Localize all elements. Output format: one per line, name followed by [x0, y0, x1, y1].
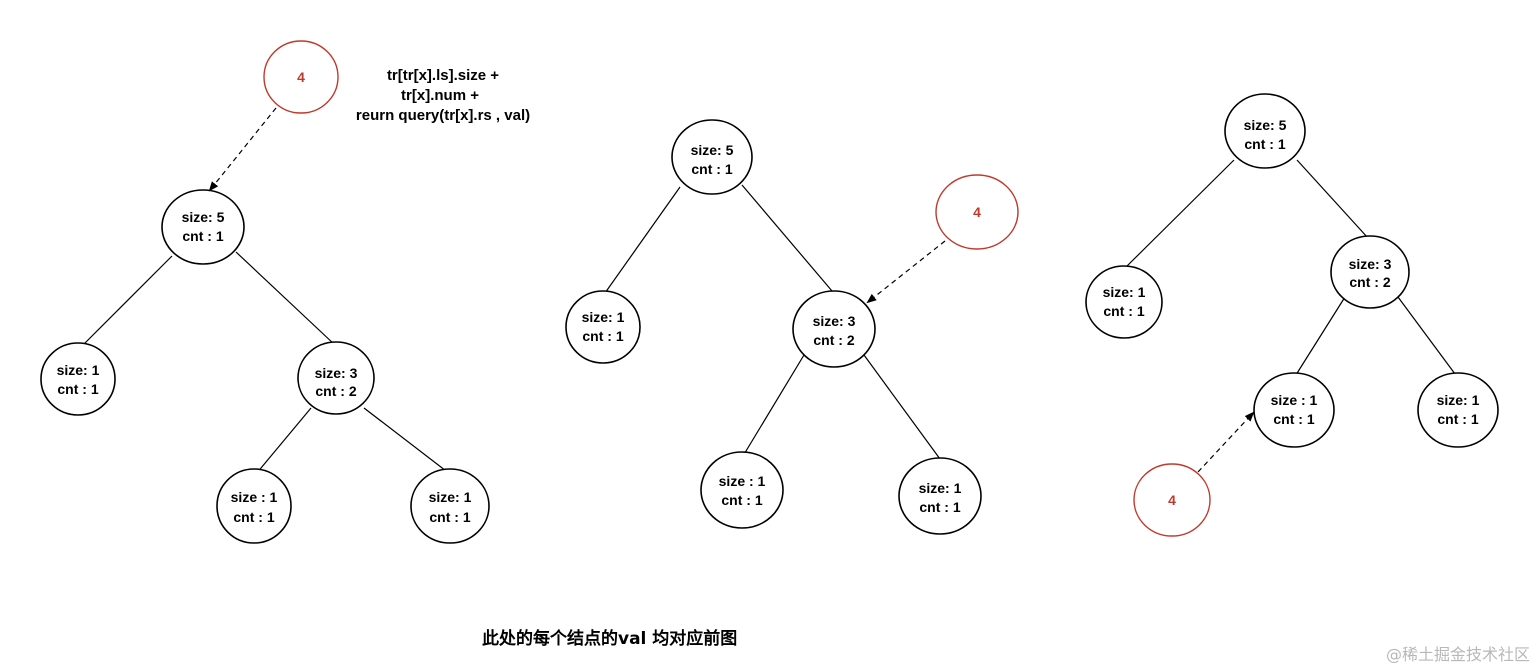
tree1-edge-root-left: [77, 255, 173, 351]
tree1-node-root: size: 5 cnt : 1: [161, 189, 245, 265]
tree1-node-right-left: size : 1 cnt : 1: [216, 468, 292, 544]
tree2-node-left: size: 1 cnt : 1: [565, 290, 641, 364]
tree3-node-root-cnt: cnt : 1: [1244, 136, 1285, 152]
tree2-edge-root-left: [604, 186, 681, 294]
tree3-node-left-cnt: cnt : 1: [1103, 303, 1144, 319]
tree-2: size: 5 cnt : 1 size: 1 cnt : 1 size: 3 …: [565, 119, 1019, 535]
tree3-node-left-size: size: 1: [1103, 284, 1146, 300]
tree1-node-right-size: size: 3: [315, 365, 358, 381]
tree3-node-right-left-size: size : 1: [1271, 392, 1318, 408]
tree3-node-right-right-cnt: cnt : 1: [1437, 411, 1478, 427]
tree2-node-right-right-cnt: cnt : 1: [919, 499, 960, 515]
tree3-node-left: size: 1 cnt : 1: [1085, 265, 1163, 339]
tree1-query-arrow: [208, 107, 277, 192]
tree3-node-right-left-cnt: cnt : 1: [1273, 411, 1314, 427]
tree3-query-node: 4: [1133, 463, 1211, 537]
query-formula: tr[tr[x].ls].size + tr[x].num + reurn qu…: [356, 67, 530, 124]
diagram-caption: 此处的每个结点的val 均对应前图: [482, 629, 738, 649]
tree2-node-left-cnt: cnt : 1: [582, 328, 623, 344]
tree3-node-root-size: size: 5: [1244, 117, 1287, 133]
tree2-node-right-right: size: 1 cnt : 1: [898, 457, 982, 535]
tree-3: size: 5 cnt : 1 size: 1 cnt : 1 size: 3 …: [1085, 93, 1499, 537]
tree1-node-right: size: 3 cnt : 2: [297, 341, 375, 415]
formula-line-2: tr[x].num +: [401, 87, 479, 104]
tree3-node-right: size: 3 cnt : 2: [1330, 235, 1410, 309]
tree1-edge-right-rightleft: [255, 407, 312, 475]
watermark: @稀土掘金技术社区: [1385, 645, 1530, 664]
tree3-edge-right-rightleft: [1293, 296, 1346, 379]
tree2-node-left-size: size: 1: [582, 309, 625, 325]
tree1-node-right-left-cnt: cnt : 1: [233, 509, 274, 525]
tree1-node-right-right-cnt: cnt : 1: [429, 509, 470, 525]
tree2-node-right-left: size : 1 cnt : 1: [700, 451, 784, 529]
tree3-node-right-left: size : 1 cnt : 1: [1253, 372, 1335, 448]
tree2-node-right-right-size: size: 1: [919, 480, 962, 496]
tree2-node-right-size: size: 3: [813, 313, 856, 329]
tree3-query-value: 4: [1168, 492, 1176, 508]
tree3-node-right-right-size: size: 1: [1437, 392, 1480, 408]
formula-line-1: tr[tr[x].ls].size +: [387, 67, 499, 84]
tree1-node-right-left-size: size : 1: [231, 489, 278, 505]
tree2-query-node: 4: [935, 174, 1019, 250]
tree1-node-root-size: size: 5: [182, 209, 225, 225]
tree1-node-right-cnt: cnt : 2: [315, 383, 356, 399]
tree1-node-left-size: size: 1: [57, 362, 100, 378]
tree2-node-root-cnt: cnt : 1: [691, 161, 732, 177]
tree2-edge-right-rightright: [863, 354, 941, 460]
tree1-edge-right-rightright: [363, 407, 451, 475]
tree1-query-node: 4: [263, 40, 339, 114]
tree3-edge-root-right: [1296, 159, 1369, 239]
tree1-node-root-cnt: cnt : 1: [182, 228, 223, 244]
tree3-edge-right-rightright: [1397, 296, 1459, 379]
formula-line-3: reurn query(tr[x].rs , val): [356, 107, 530, 124]
tree2-node-root: size: 5 cnt : 1: [671, 119, 753, 195]
tree3-node-root: size: 5 cnt : 1: [1224, 93, 1306, 169]
tree1-query-value: 4: [297, 69, 305, 85]
tree2-node-right-left-size: size : 1: [719, 473, 766, 489]
tree3-edge-root-left: [1124, 159, 1235, 269]
tree1-node-right-right-size: size: 1: [429, 489, 472, 505]
tree1-node-left-cnt: cnt : 1: [57, 381, 98, 397]
tree3-query-arrow: [1197, 411, 1255, 473]
tree2-node-right: size: 3 cnt : 2: [792, 290, 876, 368]
tree3-node-right-size: size: 3: [1349, 256, 1392, 272]
tree1-node-right-right: size: 1 cnt : 1: [410, 468, 490, 544]
tree2-node-root-size: size: 5: [691, 142, 734, 158]
tree2-edge-right-rightleft: [742, 354, 805, 457]
tree-1: size: 5 cnt : 1 size: 1 cnt : 1 size: 3 …: [40, 40, 530, 544]
tree1-edge-root-right: [235, 251, 336, 346]
tree2-node-right-cnt: cnt : 2: [813, 332, 854, 348]
tree2-edge-root-right: [741, 184, 833, 292]
tree1-node-left: size: 1 cnt : 1: [40, 342, 116, 416]
tree2-query-value: 4: [973, 204, 981, 220]
tree3-node-right-right: size: 1 cnt : 1: [1417, 372, 1499, 448]
tree2-query-arrow: [866, 240, 946, 304]
tree3-node-right-cnt: cnt : 2: [1349, 274, 1390, 290]
tree2-node-right-left-cnt: cnt : 1: [721, 492, 762, 508]
